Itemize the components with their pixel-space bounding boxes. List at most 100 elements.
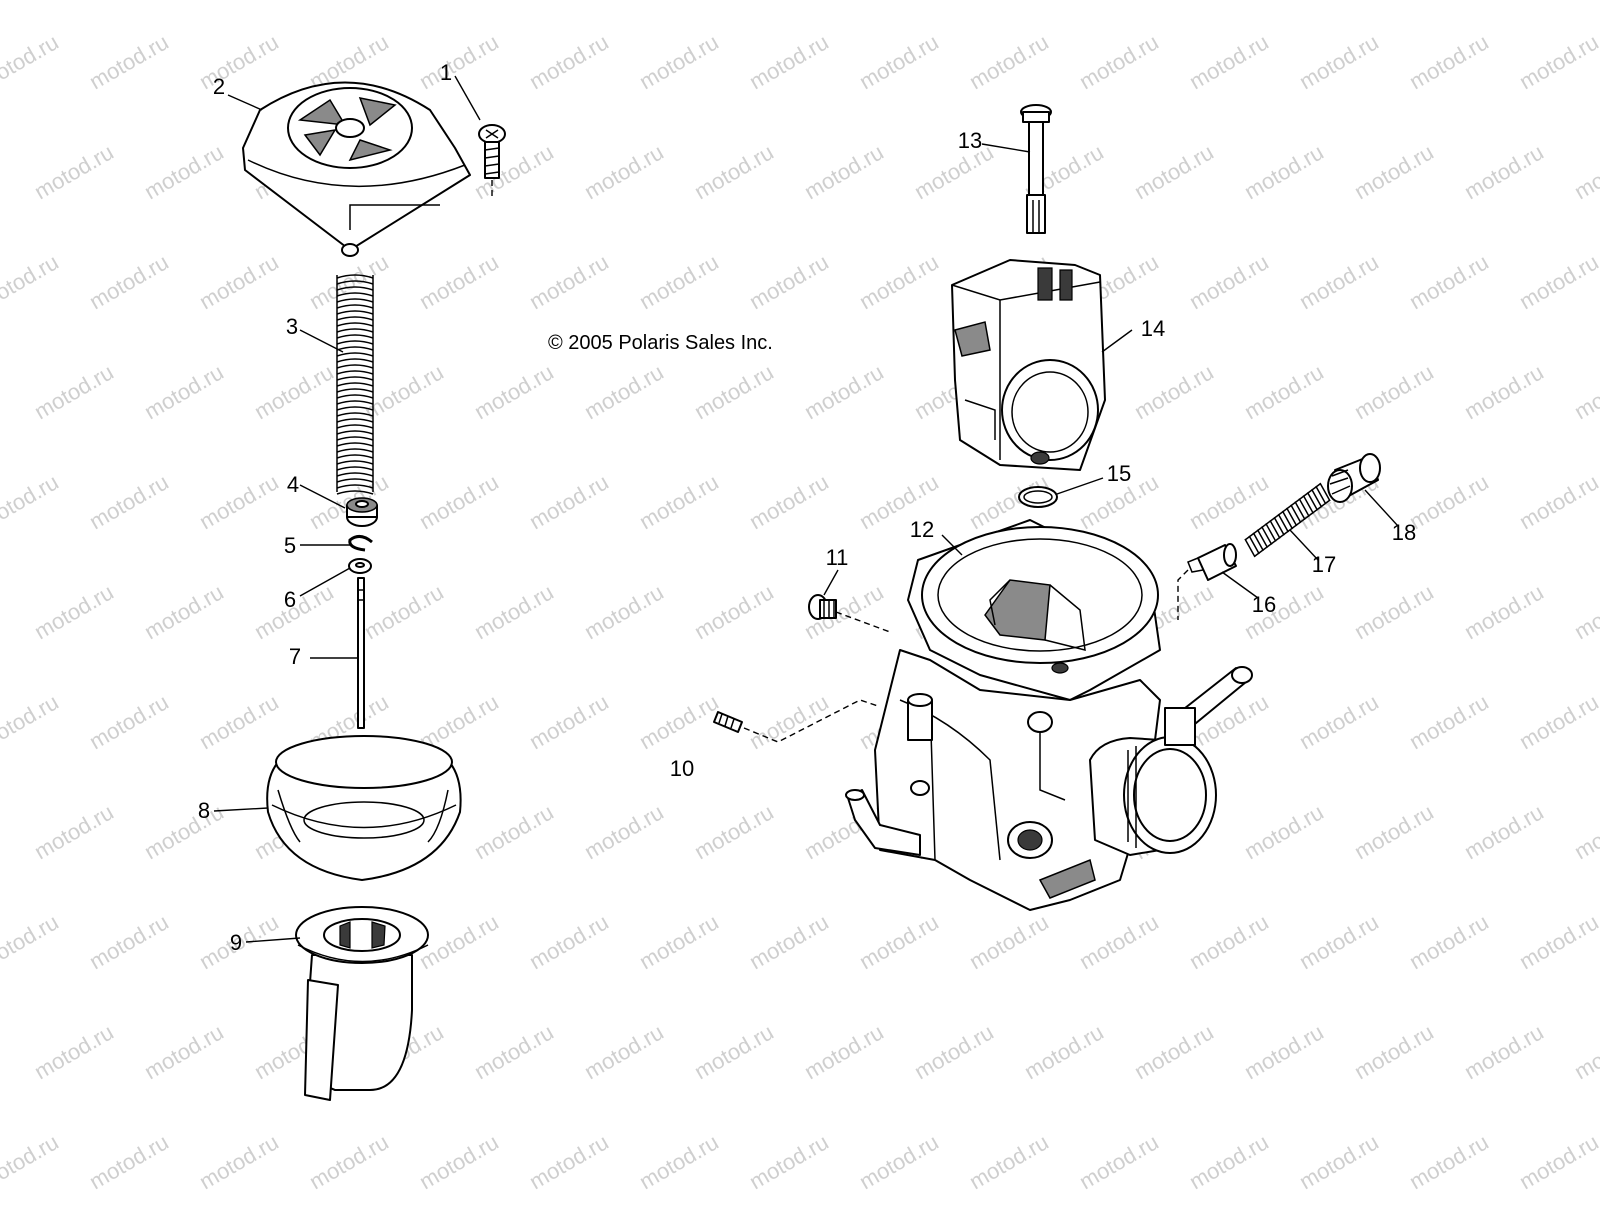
watermark-text: motod.ru [1130, 359, 1218, 424]
part-11-screw [808, 594, 891, 633]
spring-outline [336, 275, 374, 492]
watermark-text: motod.ru [1075, 1129, 1163, 1194]
callout-13: 13 [958, 128, 982, 153]
part-12-carburetor-body [845, 519, 1253, 911]
watermark-text: motod.ru [0, 909, 63, 974]
watermark-text: motod.ru [1570, 799, 1600, 864]
watermark-text: motod.ru [0, 249, 63, 314]
watermark-text: motod.ru [0, 689, 63, 754]
watermark-text: motod.ru [965, 1129, 1053, 1194]
watermark-text: motod.ru [85, 689, 173, 754]
watermark-text: motod.ru [1350, 799, 1438, 864]
watermark-text: motod.ru [910, 1019, 998, 1084]
part-18-fitting [1327, 453, 1381, 503]
watermark-text: motod.ru [745, 909, 833, 974]
callout-8: 8 [198, 798, 210, 823]
watermark-text: motod.ru [470, 139, 558, 204]
watermark-text: motod.ru [1405, 1129, 1493, 1194]
watermark-text: motod.ru [745, 689, 833, 754]
callout-7: 7 [289, 644, 301, 669]
watermark-text: motod.ru [360, 579, 448, 644]
callout-3: 3 [286, 314, 298, 339]
spring-coil [336, 274, 374, 495]
watermark-text: motod.ru [690, 139, 778, 204]
watermark-text: motod.ru [1405, 909, 1493, 974]
watermark-text: motod.ru [195, 469, 283, 534]
watermark-text: motod.ru [1185, 469, 1273, 534]
watermark-text: motod.ru [745, 249, 833, 314]
watermark-text: motod.ru [635, 29, 723, 94]
watermark-text: motod.ru [1295, 1129, 1383, 1194]
watermark-text: motod.ru [1515, 469, 1600, 534]
watermark-text: motod.ru [525, 689, 613, 754]
part-1-screw [478, 124, 506, 198]
watermark-text: motod.ru [580, 579, 668, 644]
watermark-text: motod.ru [470, 1019, 558, 1084]
watermark-text: motod.ru [195, 249, 283, 314]
watermark-text: motod.ru [1075, 909, 1163, 974]
watermark-text: motod.ru [1515, 29, 1600, 94]
watermark-text: motod.ru [1240, 359, 1328, 424]
watermark-text: motod.ru [800, 139, 888, 204]
watermark-text: motod.ru [1460, 579, 1548, 644]
watermark-text: motod.ru [1405, 689, 1493, 754]
watermark-text: motod.ru [1075, 29, 1163, 94]
watermark-text: motod.ru [1350, 359, 1438, 424]
watermark-text: motod.ru [1295, 909, 1383, 974]
watermark-text: motod.ru [525, 1129, 613, 1194]
watermark-text: motod.ru [1405, 469, 1493, 534]
watermark-text: motod.ru [1185, 29, 1273, 94]
watermark-text: motod.ru [30, 799, 118, 864]
part-4-retainer [346, 497, 378, 527]
watermark-text: motod.ru [1350, 1019, 1438, 1084]
copyright-notice: © 2005 Polaris Sales Inc. [548, 332, 773, 354]
watermark-text: motod.ru [415, 249, 503, 314]
watermark-text: motod.ru [1460, 799, 1548, 864]
part-6-washer [348, 558, 372, 574]
watermark-text: motod.ru [690, 579, 778, 644]
watermark-text: motod.ru [470, 799, 558, 864]
watermark-text: motod.ru [1460, 139, 1548, 204]
watermark-text: motod.ru [140, 1019, 228, 1084]
watermark-text: motod.ru [1515, 909, 1600, 974]
watermark-text: motod.ru [1240, 139, 1328, 204]
callout-9: 9 [230, 930, 242, 955]
watermark-text: motod.ru [1295, 29, 1383, 94]
watermark-text: motod.ru [525, 29, 613, 94]
part-10-screw [713, 699, 879, 743]
watermark-text: motod.ru [1185, 249, 1273, 314]
callout-labels: 1 2 3 4 5 6 7 8 9 10 11 12 13 14 15 16 1… [198, 60, 1416, 955]
part-2-top-cover [242, 81, 471, 257]
part-7-needle [357, 577, 365, 729]
watermark-text: motod.ru [800, 1019, 888, 1084]
part-15-o-ring [1018, 486, 1058, 508]
callout-5: 5 [284, 533, 296, 558]
callout-11: 11 [826, 545, 849, 570]
watermark-text: motod.ru [85, 1129, 173, 1194]
watermark-text: motod.ru [305, 1129, 393, 1194]
watermark-text: motod.ru [0, 29, 63, 94]
watermark-text: motod.ru [525, 469, 613, 534]
watermark-text: motod.ru [580, 139, 668, 204]
watermark-text: motod.ru [525, 249, 613, 314]
watermark-text: motod.ru [965, 29, 1053, 94]
watermark-text: motod.ru [30, 579, 118, 644]
watermark-text: motod.ru [1240, 799, 1328, 864]
watermark-text: motod.ru [1350, 139, 1438, 204]
part-8-diaphragm [266, 735, 462, 881]
watermark-text: motod.ru [85, 469, 173, 534]
watermark-text: motod.ru [855, 1129, 943, 1194]
watermark-text: motod.ru [85, 249, 173, 314]
watermark-text: motod.ru [745, 29, 833, 94]
part-13-long-screw [1020, 104, 1052, 234]
watermark-text: motod.ru [580, 1019, 668, 1084]
watermark-text: motod.ru [1460, 1019, 1548, 1084]
callout-14: 14 [1141, 316, 1165, 341]
callout-1: 1 [440, 60, 452, 85]
watermark-text: motod.ru [415, 29, 503, 94]
watermark-text: motod.ru [1295, 689, 1383, 754]
watermark-text: motod.ru [1130, 1019, 1218, 1084]
